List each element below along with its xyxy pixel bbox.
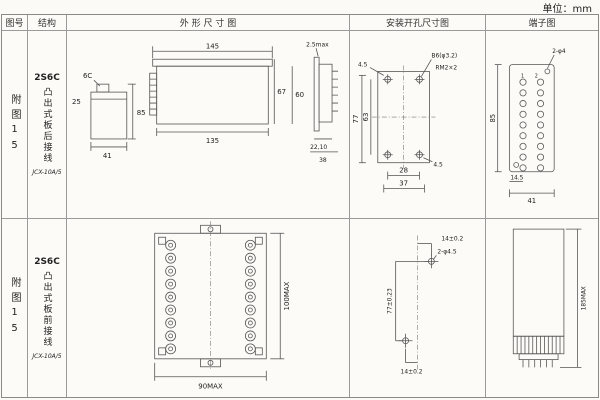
structure-desc-row2: 凸出式板前接线: [41, 270, 52, 348]
header-terminal: 端子图: [486, 15, 598, 31]
dim-38: 38: [319, 157, 327, 164]
pin-label-1: 1: [521, 73, 524, 79]
dim-4-5-bottom: 4.5: [433, 162, 443, 169]
dim-14-top: 14±0.2: [441, 236, 463, 243]
dim-100max: 100MAX: [283, 281, 291, 310]
relay-code-row1: JCX-10A/5: [32, 169, 62, 176]
dim-135: 135: [206, 137, 219, 145]
header-fig-no: 图号: [2, 15, 28, 31]
socket-front-view: 90MAX 100MAX: [154, 221, 291, 391]
dim-28: 28: [399, 167, 408, 175]
fig-no-cell-row2: 附图15: [2, 219, 28, 397]
header-mounting: 安装开孔尺寸图: [350, 15, 486, 31]
mounting-hole-drawing-row1: 4.5 B6(φ3.2) RM2×2 77 63 28 37 4.5: [352, 52, 457, 193]
relay-code-row2: JCX-10A/5: [32, 352, 62, 360]
outline-drawing-cell-row2: 90MAX 100MAX: [67, 219, 350, 397]
dim-22-10: 22,10: [310, 144, 327, 151]
dim-hole-label: B6(φ3.2): [431, 52, 457, 59]
fig-no-row2: 附图15: [9, 277, 20, 339]
header-structure: 结构: [28, 15, 67, 31]
dim-2-phi4-5: 2-φ4.5: [437, 248, 457, 255]
outline-drawing-cell-row1: 6C 25 85 41 145: [67, 31, 350, 219]
side-view: 6C 25 85 41: [72, 72, 146, 160]
pin-label-2: 2: [535, 73, 538, 79]
outline-drawing-rear-wiring: 6C 25 85 41 145: [72, 41, 339, 164]
dim-14-5: 14.5: [510, 176, 523, 182]
fig-no-cell-row1: 附图15: [2, 31, 28, 219]
structure-cell-row1: 2S6C 凸出式板后接线 JCX-10A/5: [28, 31, 67, 219]
dim-145: 145: [206, 42, 219, 50]
dim-185max: 185MAX: [581, 286, 587, 310]
model-label-row1: 2S6C: [34, 73, 60, 83]
mounting-drawing-cell-row2: 14±0.2 2-φ4.5 77±0.23 14±0.2: [350, 219, 486, 397]
dim-41: 41: [103, 152, 112, 160]
dim-85: 85: [137, 109, 146, 117]
profile-view: 2.5max 22,10 38: [306, 41, 339, 164]
dim-25: 25: [72, 98, 81, 106]
dim-85-terminal: 85: [489, 114, 497, 123]
dimension-table: 图号 结构 外 形 尺 寸 图 安装开孔尺寸图 端子图 附图15 2S6C 凸出…: [1, 14, 599, 398]
dim-14-bottom: 14±0.2: [401, 369, 423, 376]
terminal-diagram-row1: 2-φ4 1 2 85 14.5: [489, 49, 566, 205]
terminal-drawing-cell-row1: 2-φ4 1 2 85 14.5: [486, 31, 598, 219]
mounting-hole-drawing-row2: 14±0.2 2-φ4.5 77±0.23 14±0.2: [387, 236, 464, 376]
dim-41-terminal: 41: [527, 197, 536, 205]
dim-2-5max: 2.5max: [306, 41, 329, 48]
dim-37: 37: [399, 180, 408, 188]
dim-screw-label: RM2×2: [435, 64, 457, 71]
dim-2-phi4: 2-φ4: [552, 49, 566, 55]
dim-4-5-top: 4.5: [358, 61, 368, 68]
unit-label: 单位：mm: [542, 4, 592, 15]
model-label-row2: 2S6C: [34, 256, 60, 267]
dim-67: 67: [277, 88, 286, 96]
structure-cell-row2: 2S6C 凸出式板前接线 JCX-10A/5: [28, 219, 67, 397]
dim-77-row2: 77±0.23: [387, 288, 394, 314]
header-outline: 外 形 尺 寸 图: [67, 15, 350, 31]
front-view: 145 67 60 135: [149, 42, 304, 145]
mounting-drawing-cell-row1: 4.5 B6(φ3.2) RM2×2 77 63 28 37 4.5: [350, 31, 486, 219]
dim-63: 63: [362, 113, 370, 122]
terminal-drawing-cell-row2: 185MAX: [486, 219, 598, 397]
dim-77: 77: [352, 115, 360, 124]
structure-desc-row1: 凸出式板后接线: [41, 87, 52, 164]
dim-90max: 90MAX: [198, 383, 223, 391]
fig-no-row1: 附图15: [9, 93, 20, 156]
dim-6c: 6C: [83, 72, 92, 80]
terminal-side-view-row2: 185MAX: [512, 228, 587, 368]
dim-60: 60: [295, 91, 304, 99]
